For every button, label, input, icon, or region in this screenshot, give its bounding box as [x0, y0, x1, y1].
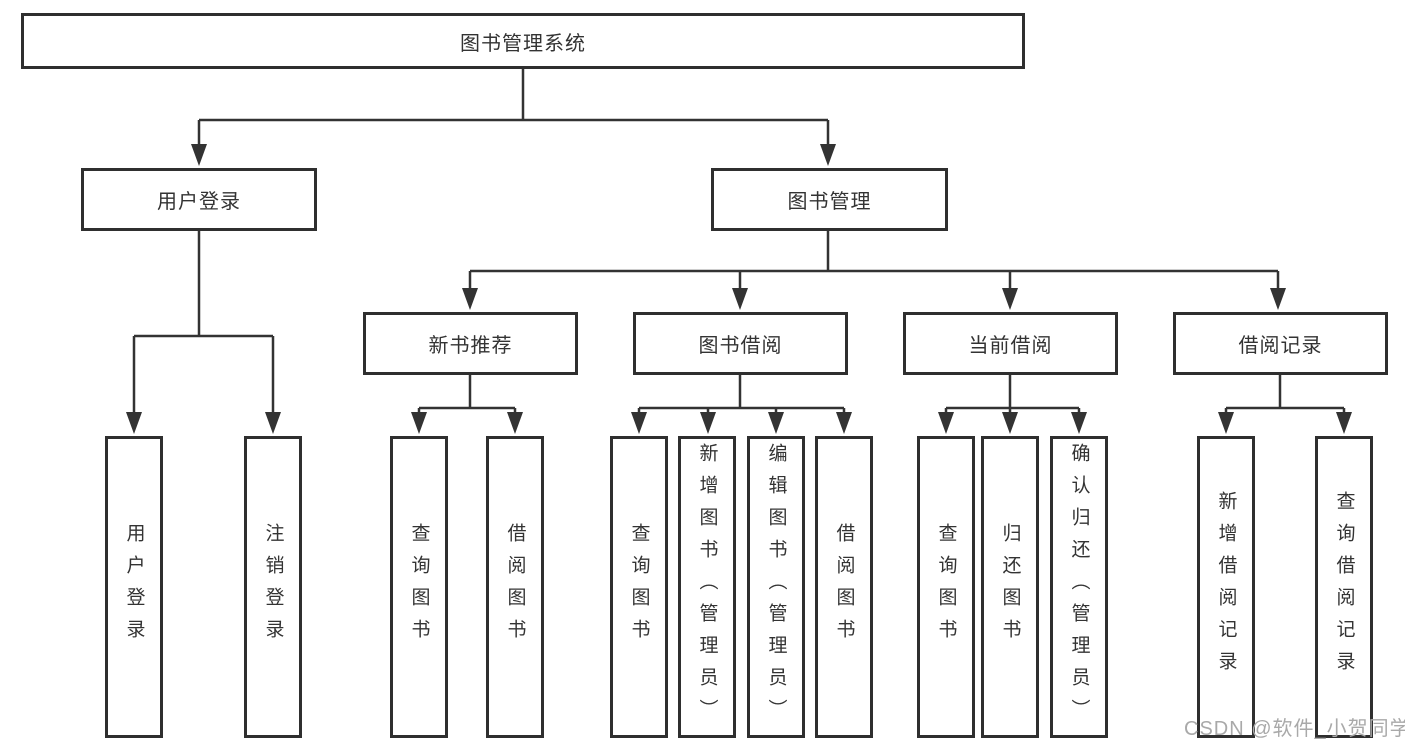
node-label: 查询图书: [628, 523, 650, 651]
node-label: 新增图书（管理员）: [696, 443, 718, 731]
node-label: 借阅记录: [1238, 335, 1323, 357]
leaf-logout: 注销登录: [244, 436, 302, 738]
node-new-book-recommendation: 新书推荐: [363, 312, 578, 375]
node-label: 查询借阅记录: [1333, 491, 1355, 683]
node-label: 查询图书: [408, 523, 430, 651]
leaf-current-return-books: 归还图书: [981, 436, 1039, 738]
leaf-borrowing-query-books: 查询图书: [610, 436, 668, 738]
node-label: 图书管理: [787, 191, 872, 213]
node-label: 确认归还（管理员）: [1068, 443, 1090, 731]
node-book-borrowing: 图书借阅: [633, 312, 848, 375]
tree-edges: [132, 69, 1346, 414]
node-label: 当前借阅: [968, 335, 1053, 357]
node-label: 注销登录: [262, 523, 284, 651]
leaf-records-add-record: 新增借阅记录: [1197, 436, 1255, 738]
node-library-management-system: 图书管理系统: [21, 13, 1025, 69]
leaf-recommend-query-books: 查询图书: [390, 436, 448, 738]
node-label: 归还图书: [999, 523, 1021, 651]
leaf-current-confirm-return-admin: 确认归还（管理员）: [1050, 436, 1108, 738]
node-label: 图书借阅: [698, 335, 783, 357]
leaf-borrowing-borrow-books: 借阅图书: [815, 436, 873, 738]
leaf-current-query-books: 查询图书: [917, 436, 975, 738]
node-label: 图书管理系统: [460, 32, 586, 55]
node-user-login: 用户登录: [81, 168, 317, 231]
leaf-recommend-borrow-books: 借阅图书: [486, 436, 544, 738]
node-label: 借阅图书: [504, 523, 526, 651]
leaf-borrowing-edit-book-admin: 编辑图书（管理员）: [747, 436, 805, 738]
node-label: 查询图书: [935, 523, 957, 651]
node-label: 用户登录: [157, 191, 241, 213]
arrowheads: [126, 144, 1352, 434]
node-label: 编辑图书（管理员）: [765, 443, 787, 731]
node-book-management: 图书管理: [711, 168, 948, 231]
leaf-user-login: 用户登录: [105, 436, 163, 738]
node-label: 用户登录: [123, 523, 145, 651]
csdn-watermark: CSDN @软件_小贺同学: [1184, 718, 1405, 740]
node-current-borrowing: 当前借阅: [903, 312, 1118, 375]
node-label: 新增借阅记录: [1215, 491, 1237, 683]
node-label: 新书推荐: [428, 335, 513, 357]
leaf-records-query-record: 查询借阅记录: [1315, 436, 1373, 738]
node-label: 借阅图书: [833, 523, 855, 651]
leaf-borrowing-add-book-admin: 新增图书（管理员）: [678, 436, 736, 738]
node-borrowing-records: 借阅记录: [1173, 312, 1388, 375]
